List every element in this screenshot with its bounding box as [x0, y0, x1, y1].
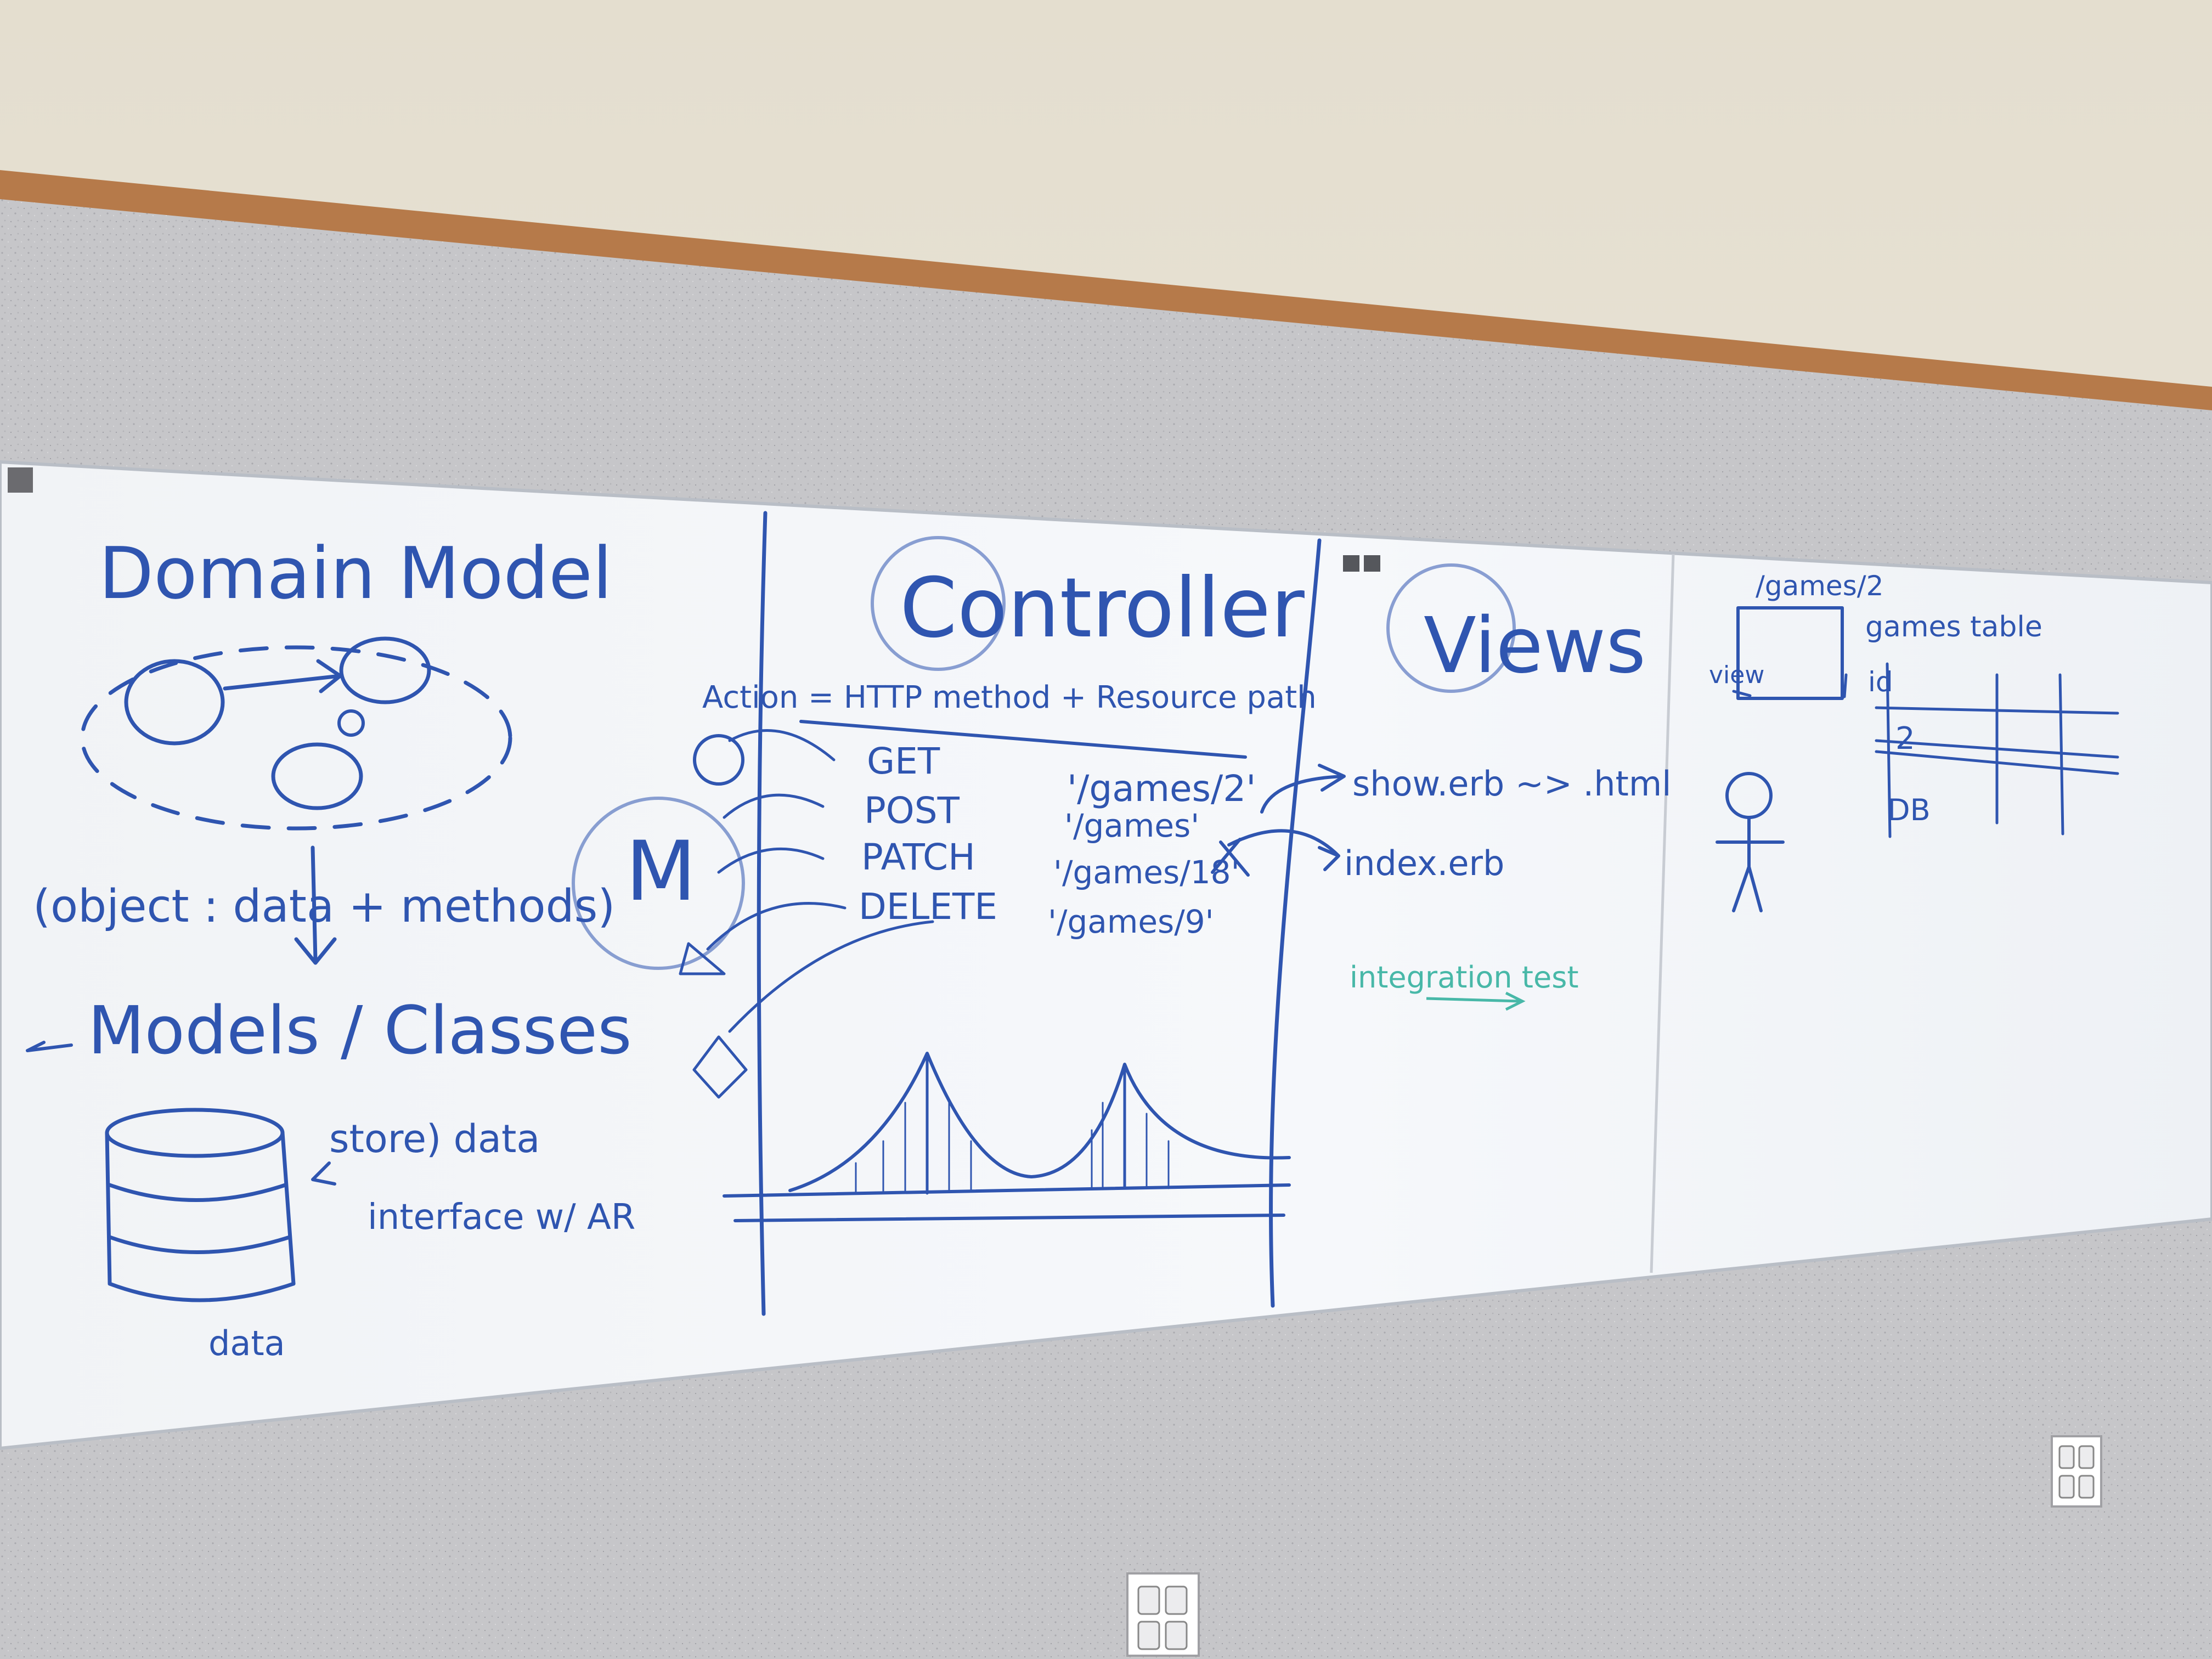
- db-label: DB: [1887, 793, 1931, 827]
- route-method: PATCH: [861, 836, 975, 878]
- route-path: '/games/2': [1067, 768, 1256, 810]
- row-value: 2: [1895, 721, 1915, 757]
- whiteboard: [0, 460, 2212, 1451]
- route-path: '/games/18': [1053, 854, 1240, 891]
- route-method: POST: [864, 789, 960, 832]
- integration-test-label: integration test: [1350, 960, 1579, 995]
- panel-domain-model: Domain Model (object : data + methods) M…: [26, 532, 635, 1363]
- data-label: data: [208, 1323, 285, 1363]
- panel-controller: Controller Action = HTTP method + Resour…: [572, 536, 1346, 1222]
- panel-views: Views show.erb ~> .html index.erb integr…: [1344, 563, 1672, 1011]
- power-outlet-icon: [2051, 1435, 2102, 1508]
- database-icon: [105, 1108, 296, 1302]
- magnet-icon: [8, 467, 33, 493]
- show-erb-label: show.erb ~> .html: [1352, 764, 1672, 804]
- view-label: view: [1709, 661, 1764, 689]
- models-classes-title: Models / Classes: [88, 993, 632, 1069]
- controller-title: Controller: [900, 561, 1305, 656]
- mvc-m-letter: M: [625, 824, 696, 919]
- panel-view-and-db: /games/2 view games table id 2 DB: [1709, 570, 2119, 912]
- database-table-sketch: id 2 DB: [1868, 662, 2119, 838]
- stick-figure-icon: [1716, 772, 1785, 912]
- bridge-sketch: [723, 1052, 1291, 1222]
- magnet-icon: [1364, 555, 1380, 572]
- route-path: '/games': [1064, 807, 1199, 844]
- id-header: id: [1868, 666, 1893, 698]
- action-formula: Action = HTTP method + Resource path: [702, 680, 1317, 715]
- wood-trim: [0, 170, 2212, 410]
- index-erb-label: index.erb: [1344, 843, 1504, 883]
- games-table-label: games table: [1865, 611, 2042, 644]
- domain-model-title: Domain Model: [99, 532, 612, 615]
- route-method: DELETE: [859, 885, 997, 928]
- views-title: Views: [1424, 601, 1646, 691]
- magnet-icon: [1343, 555, 1359, 572]
- route-path: '/games/9': [1048, 903, 1214, 940]
- object-data-methods-note: (object : data + methods): [33, 881, 615, 933]
- panel-seam: [1650, 554, 1675, 1273]
- url-label: /games/2: [1756, 570, 1883, 602]
- route-method: GET: [867, 740, 940, 782]
- power-outlet-icon: [1126, 1572, 1200, 1657]
- store-data-label: store) data: [329, 1116, 540, 1161]
- interface-ar-label: interface w/ AR: [368, 1197, 635, 1238]
